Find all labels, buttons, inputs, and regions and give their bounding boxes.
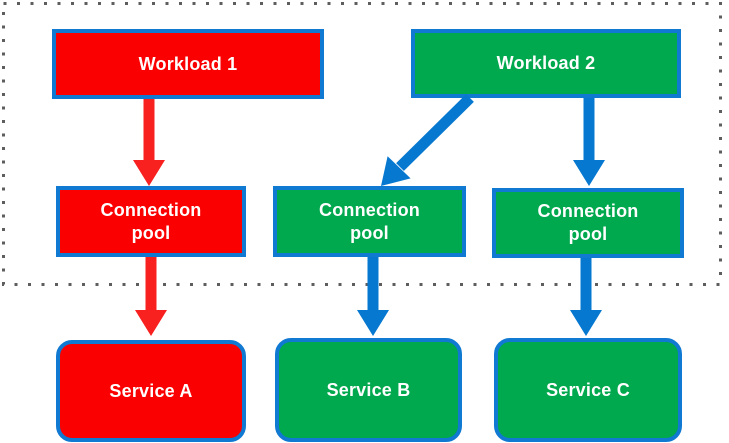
- node-connection-pool-1: Connection pool: [56, 186, 246, 257]
- node-service-c-label: Service C: [546, 379, 630, 400]
- arrowhead: [357, 310, 389, 336]
- node-workload-2: Workload 2: [411, 29, 681, 98]
- arrowhead: [573, 160, 605, 186]
- node-service-c: Service C: [494, 338, 682, 442]
- arrow-pool3-to-service-c: [570, 258, 602, 336]
- node-connection-pool-2-label: Connection pool: [319, 199, 420, 243]
- arrowhead: [133, 160, 165, 186]
- node-connection-pool-3-label: Connection pool: [537, 201, 639, 244]
- node-workload-2-label: Workload 2: [496, 53, 596, 73]
- arrow-pool2-to-service-b: [357, 257, 389, 336]
- arrow-pool1-to-service-a: [135, 257, 167, 336]
- arrowhead: [381, 156, 411, 186]
- arrow-workload2-to-pool2: [381, 94, 474, 186]
- arrowhead: [135, 310, 167, 336]
- node-service-a-label: Service A: [109, 380, 193, 401]
- node-connection-pool-3: Connection pool: [492, 188, 684, 258]
- node-workload-1-label: Workload 1: [138, 53, 238, 74]
- node-service-b: Service B: [275, 338, 462, 442]
- node-service-a: Service A: [56, 340, 246, 442]
- arrowhead: [570, 310, 602, 336]
- node-workload-1: Workload 1: [52, 29, 324, 99]
- node-connection-pool-2: Connection pool: [273, 186, 466, 257]
- arrow-workload2-to-pool3: [573, 98, 605, 186]
- arrow-workload1-to-pool1: [133, 99, 165, 186]
- node-service-b-label: Service B: [326, 379, 411, 400]
- node-connection-pool-1-label: Connection pool: [100, 199, 202, 243]
